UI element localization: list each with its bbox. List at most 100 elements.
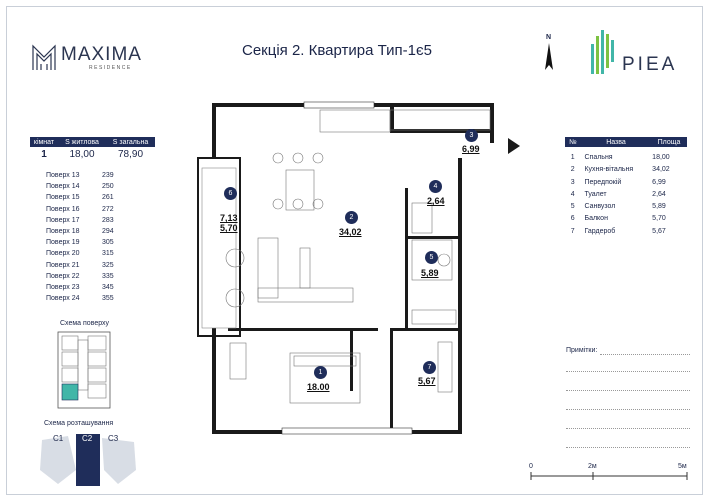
room-name: Санвузол [584, 203, 616, 211]
room-number: 7 [570, 227, 575, 235]
scale-mid: 2м [588, 463, 597, 470]
compass-label: N [546, 34, 552, 41]
floor-apartment-number: 305 [102, 239, 114, 247]
room-name: Передпокій [584, 178, 622, 186]
room-area: 5,70 [652, 215, 666, 223]
floor-apartment-number: 325 [102, 261, 114, 269]
floor-name: Поверх 22 [46, 272, 80, 280]
floor-scheme-label: Схема поверху [60, 320, 110, 327]
current-apartment-marker [61, 383, 79, 401]
floor-apartment-number: 239 [102, 172, 114, 179]
summary-header-living: S житлова [65, 138, 99, 146]
floor-name: Поверх 24 [46, 295, 80, 303]
room-name: Гардероб [584, 227, 616, 235]
room-area: 6,99 [652, 178, 666, 186]
room-row: 2 Кухня-вітальня 34,02 [565, 166, 687, 178]
room-row: 3 Передпокій 6,99 [565, 179, 687, 191]
room-number: 2 [570, 166, 575, 174]
summary-header-total: S загальна [112, 138, 149, 146]
room-6-area-b: 5,70 [220, 223, 238, 233]
notes-line [566, 390, 690, 391]
floor-apartment-number: 345 [102, 283, 114, 291]
floor-row: Поверх 23 345 [46, 284, 136, 295]
floor-row: Поверх 20 315 [46, 250, 136, 261]
rooms-table-header: № Назва Площа [565, 137, 687, 147]
section-c2: C2 [82, 434, 93, 443]
location-scheme-label: Схема розташування [44, 420, 114, 427]
page-frame [6, 6, 703, 495]
room-row: 1 Спальня 18,00 [565, 154, 687, 166]
brand-sub: RESIDENCE [89, 65, 132, 71]
floor-row: Поверх 18 294 [46, 228, 136, 239]
notes-line [566, 371, 690, 372]
floor-apartment-number: 294 [102, 227, 114, 235]
notes-label: Примітки: [566, 347, 598, 354]
room-area: 2,64 [652, 190, 666, 198]
summary-total-value: 78,90 [117, 149, 144, 160]
brand-name: MAXIMA [61, 44, 142, 65]
scale-bar [530, 472, 688, 480]
floor-name: Поверх 19 [46, 239, 80, 247]
room-4-area: 2,64 [427, 196, 445, 206]
room-name: Спальня [584, 154, 613, 161]
summary-header-rooms: кімнат [33, 138, 55, 146]
location-scheme-map [40, 434, 136, 486]
floor-name: Поверх 13 [46, 172, 80, 179]
rooms-col-name: Назва [606, 138, 626, 146]
room-6-badge: 6 [224, 187, 237, 200]
room-7-badge: 7 [423, 361, 436, 374]
room-area: 18,00 [652, 154, 670, 161]
floor-row: Поверх 19 305 [46, 239, 136, 250]
floor-name: Поверх 23 [46, 283, 80, 291]
scale-start: 0 [529, 463, 533, 470]
notes-line [566, 409, 690, 410]
floor-plan [197, 101, 520, 435]
room-area: 34,02 [652, 166, 670, 174]
notes-line [600, 354, 690, 355]
floor-apartment-number: 261 [102, 194, 114, 202]
room-3-badge: 3 [465, 129, 478, 142]
room-row: 7 Гардероб 5,67 [565, 228, 687, 240]
room-5-area: 5,89 [421, 268, 439, 278]
room-5-badge: 5 [425, 251, 438, 264]
room-7-area: 5,67 [418, 376, 436, 386]
room-number: 1 [570, 154, 575, 161]
room-1-badge: 1 [314, 366, 327, 379]
partner-logo-text: PIEA [622, 54, 678, 75]
floor-row: Поверх 22 335 [46, 273, 136, 284]
floor-name: Поверх 21 [46, 261, 80, 269]
floor-name: Поверх 14 [46, 183, 80, 191]
floor-scheme-thumbnail [57, 331, 111, 409]
room-number: 6 [570, 215, 575, 223]
room-number: 5 [570, 203, 575, 211]
room-2-area: 34,02 [339, 227, 362, 237]
room-row: 6 Балкон 5,70 [565, 215, 687, 227]
scale-end: 5м [678, 463, 687, 470]
room-name: Кухня-вітальня [584, 166, 634, 174]
page-title: Секція 2. Квартира Тип-1є5 [242, 42, 432, 59]
floor-apartment-number: 272 [102, 205, 114, 213]
floor-name: Поверх 18 [46, 227, 80, 235]
floor-apartment-number: 315 [102, 250, 114, 258]
piea-logo-icon [591, 30, 614, 74]
room-3-area: 6,99 [462, 144, 480, 154]
summary-living-value: 18,00 [69, 149, 95, 160]
section-c3: C3 [108, 434, 119, 443]
summary-rooms-value: 1 [41, 149, 47, 160]
room-6-area-a: 7,13 [220, 213, 238, 223]
room-number: 3 [570, 178, 575, 186]
floor-apartment-number: 335 [102, 272, 114, 280]
room-area: 5,67 [652, 227, 666, 235]
summary-header: кімнат S житлова S загальна [30, 137, 155, 147]
floor-name: Поверх 20 [46, 250, 80, 258]
rooms-col-number: № [569, 138, 577, 146]
floor-row: Поверх 21 325 [46, 262, 136, 273]
maxima-logo-icon [32, 44, 56, 70]
compass-arrow-icon [545, 43, 553, 70]
room-name: Балкон [584, 215, 608, 223]
